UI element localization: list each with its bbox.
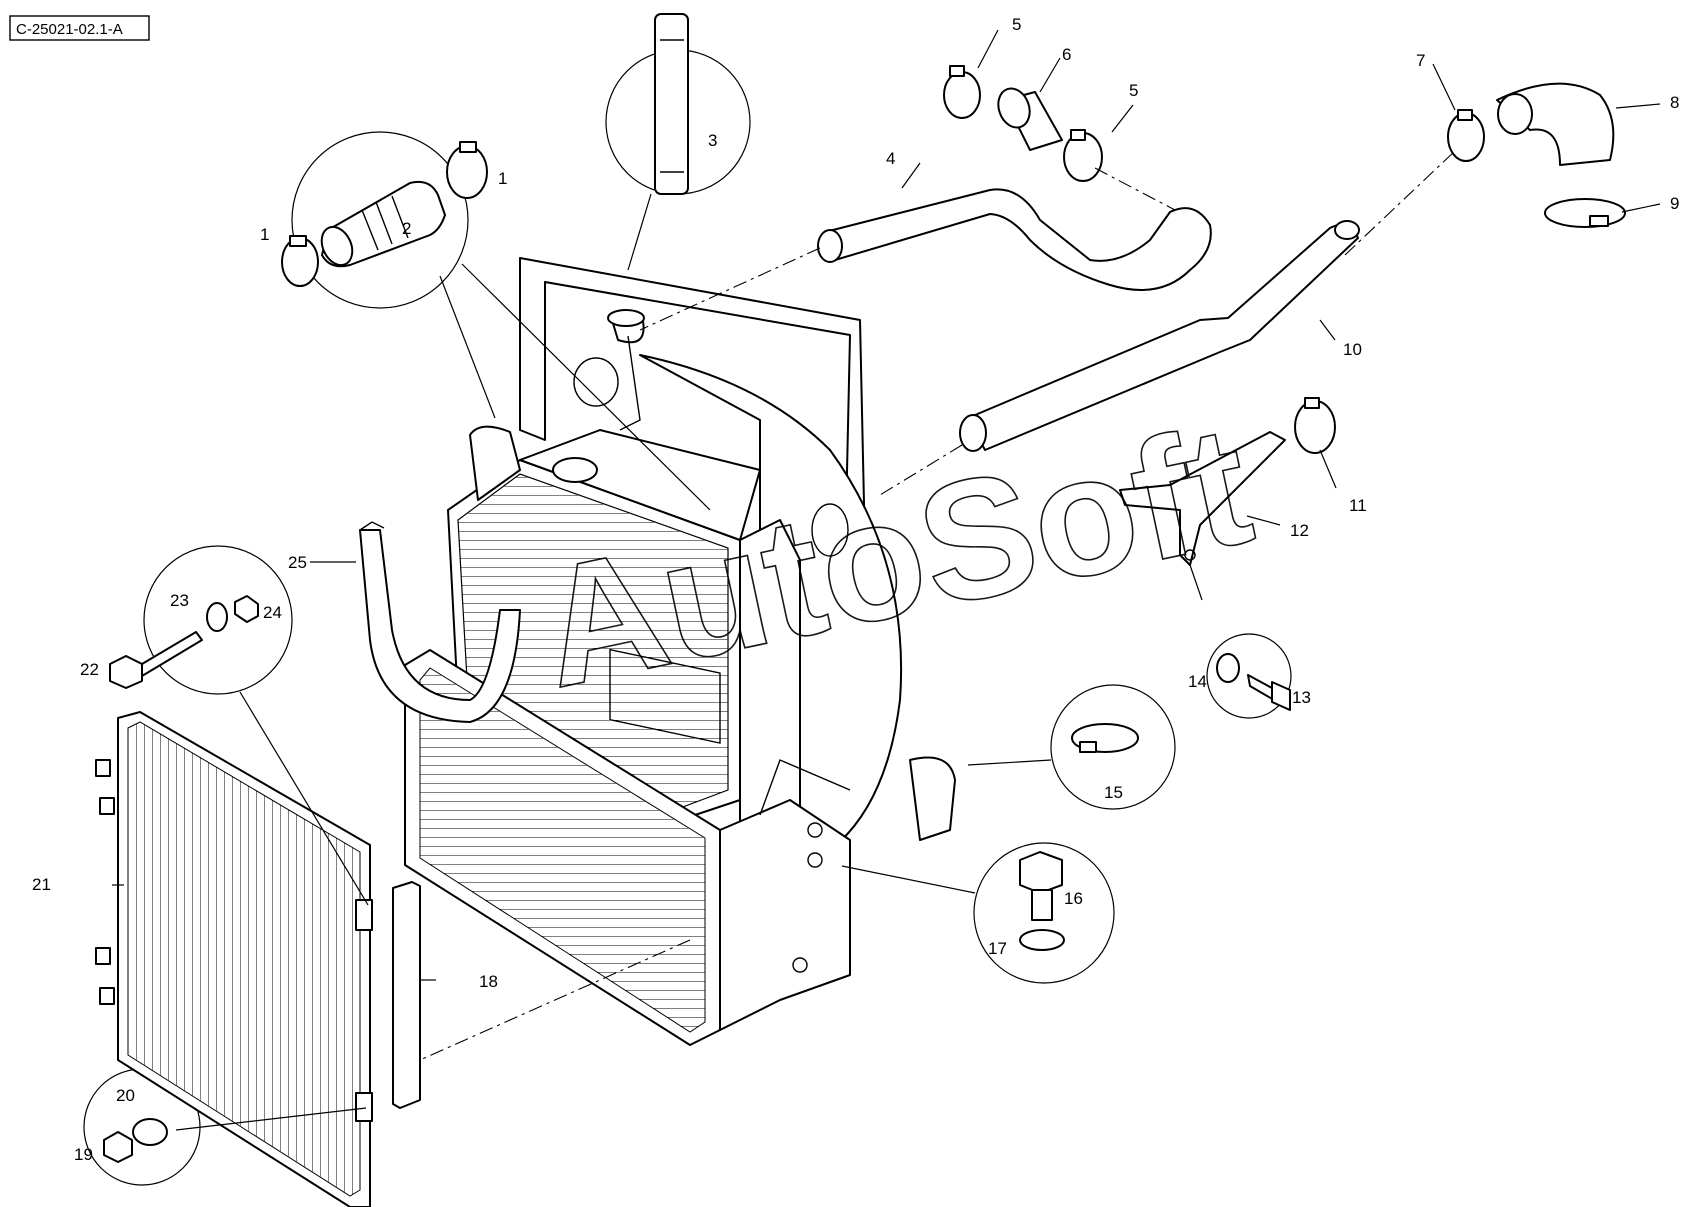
reference-code-box: C-25021-02.1-A — [9, 15, 150, 41]
callout-16: 16 — [1064, 889, 1083, 908]
callout-2: 2 — [402, 219, 411, 238]
callout-17: 17 — [988, 939, 1007, 958]
part-2-hose — [320, 180, 446, 268]
callout-24: 24 — [263, 603, 282, 622]
callout-14: 14 — [1188, 672, 1207, 691]
part-21-condenser — [95, 711, 373, 1207]
part-3-sheet — [654, 13, 689, 195]
callout-25: 25 — [288, 553, 307, 572]
connection-lines — [419, 149, 1457, 1061]
callout-5-right: 5 — [1129, 81, 1138, 100]
part-25-u-tube — [359, 521, 521, 723]
part-1-clamps — [281, 141, 488, 287]
callout-18: 18 — [479, 972, 498, 991]
reference-code-text: C-25021-02.1-A — [16, 21, 123, 38]
part-10-hose — [959, 220, 1360, 452]
callout-4: 4 — [886, 149, 895, 168]
part-7-8-9-elbow-clamps — [1447, 82, 1626, 228]
part-4-hose — [817, 188, 1212, 291]
detail-circle-bolt-16 — [973, 842, 1115, 984]
callout-22: 22 — [80, 660, 99, 679]
callout-9: 9 — [1670, 194, 1679, 213]
callout-3: 3 — [708, 131, 717, 150]
callout-20: 20 — [116, 1086, 135, 1105]
callout-7: 7 — [1416, 51, 1425, 70]
callout-1-left: 1 — [260, 225, 269, 244]
callout-10: 10 — [1343, 340, 1362, 359]
part-19-20-nut-washer — [103, 1118, 168, 1163]
callout-5-left: 5 — [1012, 15, 1021, 34]
callout-13: 13 — [1292, 688, 1311, 707]
part-16-17-bolt-washer — [1019, 851, 1065, 951]
callout-12: 12 — [1290, 521, 1309, 540]
part-18-bar — [392, 881, 421, 1109]
part-15-clamp — [1071, 723, 1139, 753]
radiator-core-lower — [404, 649, 956, 1046]
callout-8: 8 — [1670, 93, 1679, 112]
part-5-6-clamps-sleeve — [943, 65, 1103, 182]
part-11-12-clamp-bracket — [1119, 397, 1336, 566]
detail-circle-clamp-15 — [1050, 684, 1176, 810]
leader-lines — [112, 29, 1661, 1131]
detail-circle-bolt-22 — [143, 545, 293, 695]
callout-21: 21 — [32, 875, 51, 894]
part-22-23-24-bolt-washer-nut — [109, 595, 259, 689]
detail-circle-hose-2 — [291, 131, 469, 309]
detail-circle-bolt-13 — [1206, 633, 1292, 719]
callout-23: 23 — [170, 591, 189, 610]
callout-1-right: 1 — [498, 169, 507, 188]
part-13-14-bolt-washer — [1216, 653, 1291, 711]
callout-labels: 1 1 2 3 4 5 5 6 7 8 9 10 11 12 13 14 15 … — [32, 15, 1679, 1164]
callout-11: 11 — [1349, 496, 1367, 515]
callout-6: 6 — [1062, 45, 1071, 64]
callout-19: 19 — [74, 1145, 93, 1164]
callout-15: 15 — [1104, 783, 1123, 802]
